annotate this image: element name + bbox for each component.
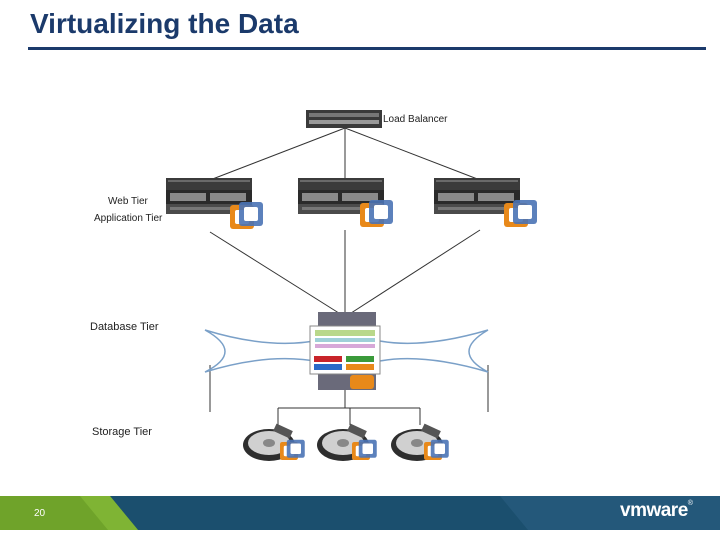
storage-tier-label: Storage Tier [92, 426, 152, 438]
slide-title: Virtualizing the Data [30, 8, 299, 39]
title-rule [28, 47, 706, 50]
application-tier-label: Application Tier [94, 213, 163, 224]
load-balancer-icon [306, 110, 382, 128]
page-number: 20 [34, 508, 46, 519]
vmware-vm-icon [230, 202, 263, 229]
vmware-vm-icon [424, 439, 449, 460]
database-tier-label: Database Tier [90, 321, 159, 333]
vmware-logo: vmware® [620, 500, 693, 521]
connection-lines [209, 127, 489, 425]
load-balancer-label: Load Balancer [383, 114, 448, 125]
vmware-vm-icon [360, 200, 393, 227]
network-cloud-icon [204, 329, 489, 373]
vmware-vm-icon [352, 439, 377, 460]
vmware-vm-icon [280, 439, 305, 460]
web-tier-label: Web Tier [108, 196, 148, 207]
vmware-vm-icon [504, 200, 537, 227]
database-server-icon [309, 312, 381, 390]
footer-band [0, 496, 720, 530]
